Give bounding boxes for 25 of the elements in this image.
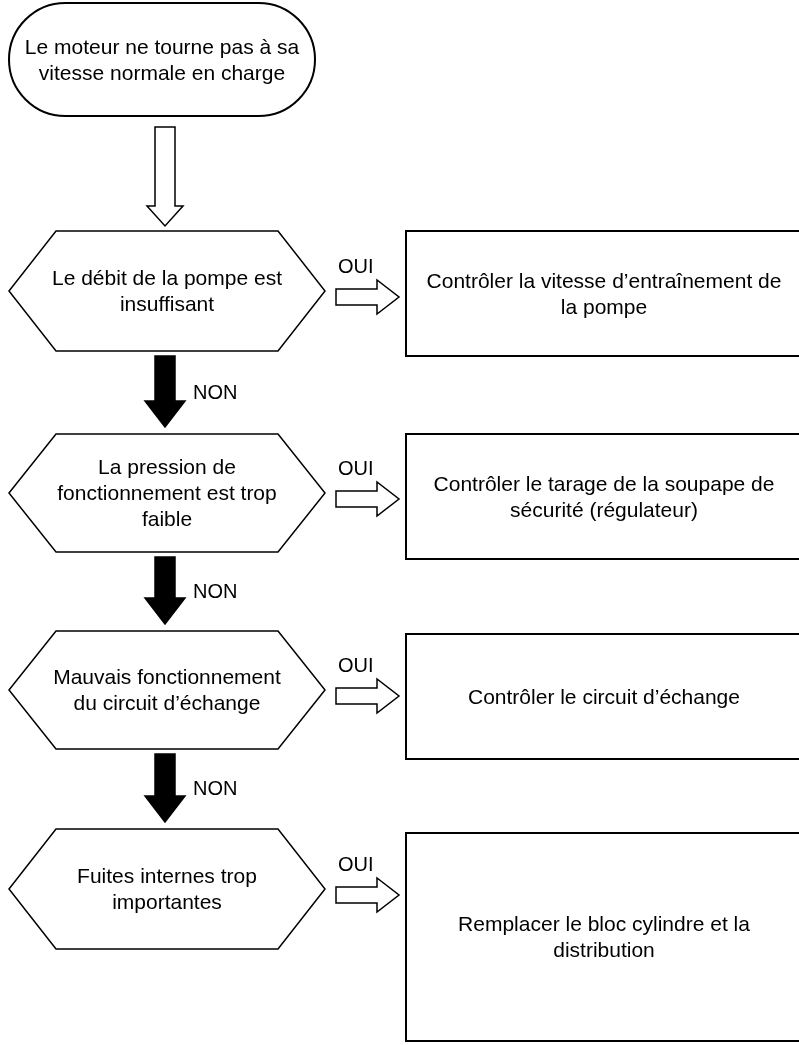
thick-arrow — [143, 753, 187, 824]
node-text: Contrôler le tarage de la soupape de sécurité (régulateur) — [432, 470, 776, 523]
decision-hexagon — [8, 433, 326, 553]
node-text: Le débit de la pompe est insuffisant — [51, 265, 283, 317]
decision-hexagon — [8, 828, 326, 950]
node-text: Fuites internes trop importantes — [76, 863, 258, 915]
action-box — [405, 433, 799, 560]
thick-arrow — [143, 355, 187, 429]
action-box — [405, 832, 799, 1042]
node-text: Le moteur ne tourne pas à sa vitesse normale en charge — [23, 33, 301, 86]
action-box — [405, 230, 799, 357]
decision-hexagon — [8, 230, 326, 352]
hollow-arrow — [335, 677, 401, 715]
hollow-arrow — [145, 126, 185, 228]
node-text: La pression de fonctionnement est trop faible — [56, 454, 278, 532]
node-text: Contrôler le circuit d’échange — [467, 683, 741, 710]
action-box — [405, 633, 799, 760]
node-text: Contrôler la vitesse d’entraînement de la pompe — [425, 267, 783, 320]
hollow-arrow — [335, 278, 401, 316]
hollow-arrow — [335, 480, 401, 518]
decision-hexagon — [8, 630, 326, 750]
hollow-arrow — [335, 876, 401, 914]
node-text: Remplacer le bloc cylindre et la distribution — [457, 911, 751, 963]
thick-arrow — [143, 556, 187, 626]
node-text: Mauvais fonctionnement du circuit d’échange — [52, 664, 282, 716]
